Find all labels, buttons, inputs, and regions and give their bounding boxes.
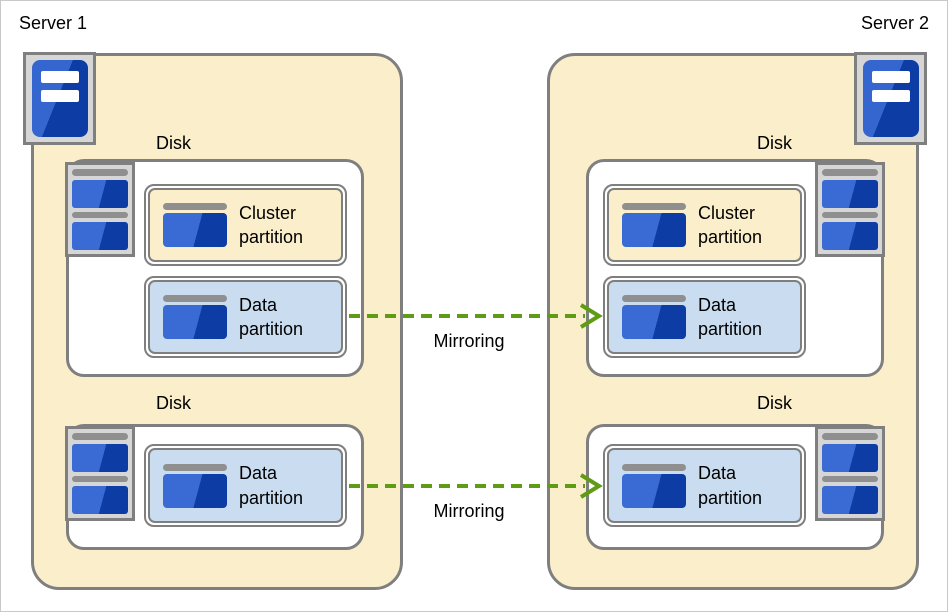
server-slot — [871, 90, 910, 102]
server-slot — [40, 71, 79, 83]
disk-icon-platter — [822, 179, 878, 208]
server2-cluster-partition: Cluster partition — [603, 184, 806, 266]
partition-icon — [163, 203, 227, 247]
server1-cluster-partition: Cluster partition — [144, 184, 347, 266]
server-icon — [854, 52, 927, 145]
partition-icon — [163, 463, 227, 508]
partition-icon — [163, 295, 227, 339]
disk-icon-bar — [72, 211, 128, 219]
partition-icon-slab — [622, 213, 686, 247]
partition-label: Cluster partition — [239, 202, 304, 247]
server-tower — [862, 60, 919, 137]
server-slot — [871, 71, 910, 83]
server2-disk2-label: Disk — [757, 393, 792, 413]
disk-icon-bar — [822, 211, 878, 219]
disk-icon-platter — [822, 222, 878, 250]
partition-inner: Data partition — [607, 448, 802, 523]
partition-icon-bar — [163, 463, 227, 471]
disk-icon — [815, 162, 885, 257]
partition-inner: Data partition — [607, 280, 802, 354]
partition-inner: Data partition — [148, 448, 343, 523]
partition-inner: Cluster partition — [148, 188, 343, 262]
partition-label: Cluster partition — [698, 202, 763, 247]
disk-icon-platter — [822, 486, 878, 514]
server2-data-partition-2: Data partition — [603, 444, 806, 527]
partition-icon-bar — [622, 463, 686, 471]
partition-icon — [622, 463, 686, 508]
server2-disk1-label: Disk — [757, 133, 792, 153]
partition-inner: Cluster partition — [607, 188, 802, 262]
disk-icon-platter — [72, 222, 128, 250]
partition-label: Data partition — [239, 463, 304, 508]
partition-icon-bar — [622, 295, 686, 302]
partition-icon — [622, 295, 686, 339]
partition-icon-slab — [163, 305, 227, 339]
server-tower — [31, 60, 88, 137]
mirroring-label-1: Mirroring — [433, 331, 505, 351]
server-slot — [40, 90, 79, 102]
partition-icon-bar — [163, 203, 227, 210]
partition-icon-slab — [622, 473, 686, 508]
server2-data-partition-1: Data partition — [603, 276, 806, 358]
disk-icon — [65, 162, 135, 257]
disk-icon-bar — [822, 433, 878, 440]
disk-icon — [65, 426, 135, 521]
partition-label: Data partition — [698, 294, 763, 339]
partition-icon — [622, 203, 686, 247]
server2-label: Server 2 — [860, 13, 929, 33]
partition-label: Data partition — [239, 294, 304, 339]
partition-inner: Data partition — [148, 280, 343, 354]
disk-icon-platter — [72, 486, 128, 514]
server-icon — [23, 52, 96, 145]
disk-icon-platter — [72, 179, 128, 208]
server1-data-partition-1: Data partition — [144, 276, 347, 358]
server1-data-partition-2: Data partition — [144, 444, 347, 527]
partition-icon-slab — [163, 213, 227, 247]
partition-icon-bar — [622, 203, 686, 210]
mirroring-label-2: Mirroring — [433, 501, 505, 521]
disk-icon-platter — [72, 443, 128, 472]
disk-icon — [815, 426, 885, 521]
disk-icon-platter — [822, 443, 878, 472]
partition-icon-slab — [163, 473, 227, 508]
partition-icon-bar — [163, 295, 227, 302]
disk-icon-bar — [72, 169, 128, 176]
disk-icon-bar — [822, 475, 878, 483]
server1-label: Server 1 — [19, 13, 88, 33]
disk-icon-bar — [72, 433, 128, 440]
disk-icon-bar — [72, 475, 128, 483]
disk-icon-bar — [822, 169, 878, 176]
partition-icon-slab — [622, 305, 686, 339]
server1-disk2-label: Disk — [156, 393, 191, 413]
server1-disk1-label: Disk — [156, 133, 191, 153]
partition-label: Data partition — [698, 463, 763, 508]
